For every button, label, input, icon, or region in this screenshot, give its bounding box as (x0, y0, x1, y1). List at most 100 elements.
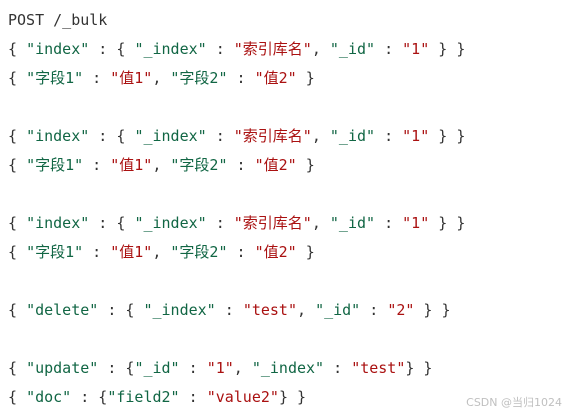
code-punctuation: : (206, 214, 234, 232)
code-punctuation: { (8, 214, 27, 232)
code-punctuation: : (375, 127, 403, 145)
code-line: { "字段1" : "值1", "字段2" : "值2" } (8, 64, 568, 93)
code-punctuation: : (375, 40, 403, 58)
code-key: "doc" (26, 388, 72, 406)
code-key: "_id" (329, 127, 376, 145)
code-punctuation: } } (429, 127, 466, 145)
code-key: "字段1" (26, 156, 84, 174)
code-punctuation: : { (98, 301, 144, 319)
code-punctuation: : { (89, 214, 135, 232)
blank-line (8, 267, 568, 296)
code-punctuation: } } (405, 359, 433, 377)
code-punctuation: : { (89, 40, 135, 58)
code-key: "index" (26, 214, 90, 232)
code-string: "test" (242, 301, 297, 319)
blank-line (8, 325, 568, 354)
code-key: "字段2" (170, 243, 228, 261)
code-key: "_index" (134, 127, 207, 145)
code-punctuation: : { (71, 388, 108, 406)
code-punctuation: } } (414, 301, 451, 319)
code-string: "值1" (110, 243, 153, 261)
code-punctuation: { (8, 243, 27, 261)
code-string: "索引库名" (233, 214, 312, 232)
code-key: "_id" (329, 214, 376, 232)
code-punctuation: : (83, 156, 111, 174)
code-punctuation: , (152, 156, 171, 174)
code-punctuation: : (227, 243, 255, 261)
code-punctuation: : (324, 359, 352, 377)
code-key: "update" (26, 359, 99, 377)
code-punctuation: { (8, 69, 27, 87)
code-key: "_index" (143, 301, 216, 319)
code-punctuation: : (206, 127, 234, 145)
code-string: "value2" (206, 388, 279, 406)
code-punctuation: { (8, 359, 27, 377)
code-punctuation: } } (429, 40, 466, 58)
code-punctuation: : (227, 69, 255, 87)
code-punctuation: : (83, 243, 111, 261)
code-string: "1" (206, 359, 234, 377)
code-key: "index" (26, 127, 90, 145)
code-key: "_id" (329, 40, 376, 58)
code-string: "1" (402, 127, 430, 145)
blank-line (8, 180, 568, 209)
code-punctuation: } (296, 243, 315, 261)
code-string: "值2" (254, 69, 297, 87)
code-lines: { "index" : { "_index" : "索引库名", "_id" :… (8, 35, 568, 412)
code-string: "索引库名" (233, 40, 312, 58)
code-key: "index" (26, 40, 90, 58)
code-punctuation: , (152, 243, 171, 261)
code-punctuation: : (83, 69, 111, 87)
code-line: { "index" : { "_index" : "索引库名", "_id" :… (8, 35, 568, 64)
code-punctuation: } (296, 69, 315, 87)
code-punctuation: : (206, 40, 234, 58)
watermark: CSDN @当归1024 (466, 396, 562, 409)
code-punctuation: : (215, 301, 243, 319)
code-key: "字段1" (26, 243, 84, 261)
code-key: "field2" (107, 388, 180, 406)
code-key: "_id" (315, 301, 361, 319)
code-punctuation: , (297, 301, 316, 319)
code-punctuation: { (8, 388, 27, 406)
code-punctuation: { (8, 40, 27, 58)
code-punctuation: : (179, 359, 207, 377)
code-punctuation: : { (89, 127, 135, 145)
code-punctuation: , (311, 214, 330, 232)
code-key: "字段2" (170, 69, 228, 87)
code-string: "索引库名" (233, 127, 312, 145)
code-punctuation: : (227, 156, 255, 174)
code-string: "1" (402, 40, 430, 58)
code-key: "_index" (251, 359, 325, 377)
code-string: "值1" (110, 156, 153, 174)
code-punctuation: , (311, 40, 330, 58)
code-string: "2" (387, 301, 415, 319)
code-punctuation: : (375, 214, 403, 232)
code-string: "值2" (254, 243, 297, 261)
code-string: "test" (351, 359, 406, 377)
code-punctuation: : { (98, 359, 135, 377)
code-line: { "index" : { "_index" : "索引库名", "_id" :… (8, 209, 568, 238)
code-punctuation: : (360, 301, 388, 319)
code-key: "_index" (134, 214, 207, 232)
code-punctuation: , (233, 359, 252, 377)
code-punctuation: { (8, 127, 27, 145)
code-punctuation: } (296, 156, 315, 174)
code-punctuation: } } (429, 214, 466, 232)
request-line: POST /_bulk (8, 11, 108, 29)
code-punctuation: : (179, 388, 207, 406)
code-key: "delete" (26, 301, 99, 319)
code-punctuation: , (152, 69, 171, 87)
code-line: { "update" : {"_id" : "1", "_index" : "t… (8, 354, 568, 383)
code-line: { "doc" : {"field2" : "value2"} } (8, 383, 568, 412)
code-punctuation: { (8, 301, 27, 319)
code-line: { "字段1" : "值1", "字段2" : "值2" } (8, 238, 568, 267)
code-line: { "字段1" : "值1", "字段2" : "值2" } (8, 151, 568, 180)
code-key: "_index" (134, 40, 207, 58)
code-key: "字段1" (26, 69, 84, 87)
code-punctuation: } } (278, 388, 307, 406)
code-string: "值2" (254, 156, 297, 174)
code-string: "1" (402, 214, 430, 232)
code-string: "值1" (110, 69, 153, 87)
code-line: { "index" : { "_index" : "索引库名", "_id" :… (8, 122, 568, 151)
